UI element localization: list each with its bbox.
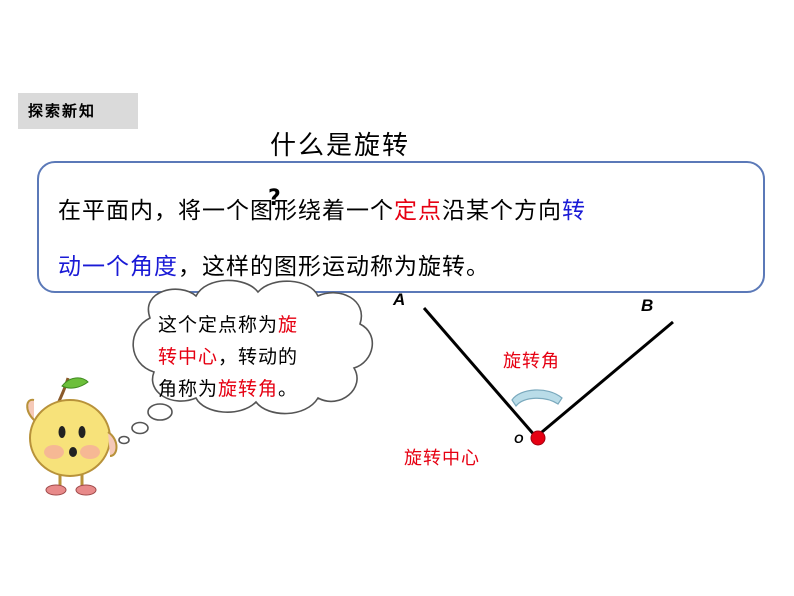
definition-text: 在平面内，将一个图形绕着一个 bbox=[58, 198, 394, 224]
section-header-bar bbox=[18, 93, 138, 129]
apple-character-icon bbox=[26, 377, 118, 496]
point-a-label: A bbox=[393, 290, 406, 309]
keyword-rotate-angle: 动一个角度 bbox=[58, 254, 178, 280]
bubble-line-1: 这个定点称为旋 bbox=[158, 310, 298, 337]
bubble-keyword: 旋 bbox=[278, 314, 299, 336]
bubble-line-3: 角称为旋转角。 bbox=[158, 374, 298, 401]
ray-oa bbox=[422, 307, 538, 438]
bubble-text: 角称为 bbox=[158, 378, 219, 400]
section-label: 探索新知 bbox=[28, 102, 97, 120]
rotation-angle-diagram bbox=[422, 307, 674, 446]
bubble-line-2: 转中心，转动的 bbox=[158, 342, 298, 369]
definition-line-2: 动一个角度，这样的图形运动称为旋转。 bbox=[58, 247, 490, 281]
definition-box bbox=[37, 161, 765, 293]
bubble-text: 这个定点称为 bbox=[158, 314, 279, 336]
definition-text: 沿某个方向 bbox=[442, 198, 562, 224]
keyword-fixed-point: 定点 bbox=[394, 198, 442, 224]
bubble-keyword: 旋转角 bbox=[218, 378, 279, 400]
definition-text: ，这样的图形运动称为旋转。 bbox=[178, 254, 490, 280]
question-mark: ? bbox=[268, 186, 281, 211]
bubble-text: ，转动的 bbox=[218, 346, 299, 368]
page-title: 什么是旋转 bbox=[270, 131, 411, 161]
thought-bubble-cloud bbox=[118, 279, 374, 445]
rotation-arc-icon bbox=[511, 389, 563, 408]
point-o-label: O bbox=[514, 432, 524, 446]
bubble-keyword: 转中心 bbox=[158, 346, 219, 368]
point-b-label: B bbox=[641, 296, 654, 315]
ray-ob bbox=[535, 320, 674, 439]
bubble-text: 。 bbox=[278, 378, 299, 400]
keyword-rotate: 转 bbox=[562, 198, 586, 224]
rotation-center-dot bbox=[530, 430, 546, 446]
definition-line-1: 在平面内，将一个图形绕着一个定点沿某个方向转 bbox=[58, 191, 586, 225]
rotation-center-label: 旋转中心 bbox=[404, 448, 480, 469]
rotation-angle-label: 旋转角 bbox=[503, 351, 560, 372]
